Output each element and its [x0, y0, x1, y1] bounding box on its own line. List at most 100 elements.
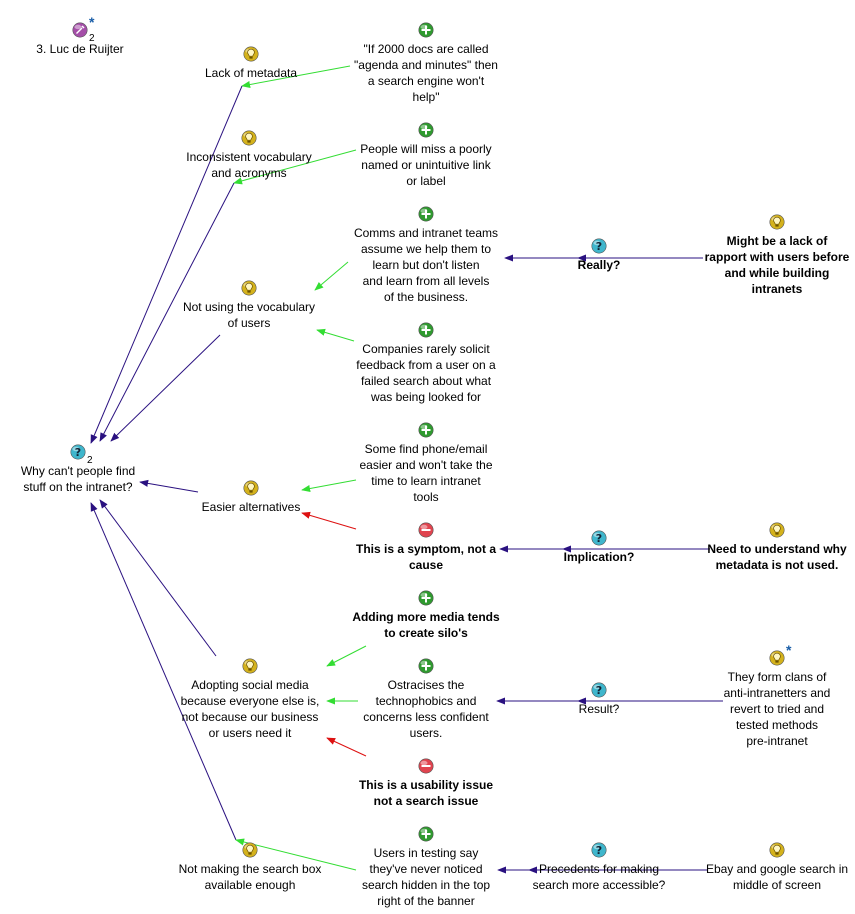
node-label: Some find phone/email easier and won't t… — [359, 442, 493, 504]
link-p-miss-to-i-vocab[interactable] — [233, 149, 357, 185]
node-i-clans[interactable]: * They form clans of anti-intranetters an… — [697, 642, 855, 749]
node-i-notmaking[interactable]: Not making the search box available enou… — [170, 842, 330, 893]
lightbulb-icon[interactable] — [243, 46, 259, 62]
question-icon[interactable]: ? — [591, 842, 607, 858]
node-label: Not making the search box available enou… — [178, 862, 322, 892]
node-label: Not using the vocabulary of users — [182, 300, 316, 330]
lightbulb-icon[interactable] — [769, 522, 785, 538]
node-label: Adding more media tends to create silo's — [352, 610, 500, 640]
lightbulb-icon[interactable] — [769, 214, 785, 230]
node-p-rarely[interactable]: Companies rarely solicit feedback from a… — [346, 322, 506, 405]
link-i-vocab-to-q-main[interactable] — [99, 182, 235, 442]
node-i-meta[interactable]: Lack of metadata — [176, 46, 326, 81]
node-i-vocab[interactable]: Inconsistent vocabulary and acronyms — [174, 130, 324, 181]
link-i-easier-to-q-main[interactable] — [139, 479, 199, 493]
node-label: Companies rarely solicit feedback from a… — [356, 342, 496, 404]
node-label: People will miss a poorly named or unint… — [360, 142, 492, 188]
node-p-2000[interactable]: "If 2000 docs are called "agenda and min… — [346, 22, 506, 105]
svg-text:?: ? — [596, 240, 602, 253]
node-label: Comms and intranet teams assume we help … — [353, 226, 499, 304]
link-p-rarely-to-i-notusing[interactable] — [316, 328, 355, 342]
lightbulb-icon[interactable] — [769, 842, 785, 858]
child-count: 2 — [89, 33, 95, 44]
node-label: Need to understand why metadata is not u… — [707, 542, 847, 572]
lightbulb-icon[interactable]: * — [769, 642, 791, 666]
lightbulb-icon[interactable] — [242, 658, 258, 674]
plus-icon[interactable] — [418, 590, 434, 606]
question-icon[interactable]: ? — [591, 238, 607, 254]
link-c-usab-to-i-social[interactable] — [326, 737, 367, 757]
node-label: They form clans of anti-intranetters and… — [723, 670, 831, 748]
node-p-comms[interactable]: Comms and intranet teams assume we help … — [345, 206, 507, 305]
map-icon[interactable]: *2 — [72, 14, 95, 44]
plus-icon[interactable] — [418, 322, 434, 338]
svg-text:?: ? — [596, 844, 602, 857]
node-label: Easier alternatives — [201, 500, 301, 514]
node-i-rapport[interactable]: Might be a lack of rapport with users be… — [697, 214, 855, 297]
node-i-ebay[interactable]: Ebay and google search in middle of scre… — [697, 842, 855, 893]
node-q-prec[interactable]: ? Precedents for making search more acces… — [524, 842, 674, 893]
node-p-ostr[interactable]: Ostracises the technophobics and concern… — [346, 658, 506, 741]
node-label: Ostracises the technophobics and concern… — [363, 678, 489, 740]
link-i-notusing-to-q-main[interactable] — [110, 334, 221, 442]
node-label: This is a usability issue not a search i… — [358, 778, 494, 808]
link-p-phone-to-i-easier[interactable] — [301, 479, 357, 493]
plus-icon[interactable] — [418, 206, 434, 222]
plus-icon[interactable] — [418, 658, 434, 674]
plus-icon[interactable] — [418, 826, 434, 842]
link-p-media-to-i-social[interactable] — [326, 645, 367, 667]
minus-icon[interactable] — [418, 758, 434, 774]
node-c-symptom[interactable]: This is a symptom, not a cause — [346, 522, 506, 573]
node-q-really[interactable]: ?Really? — [539, 238, 659, 273]
child-count: 2 — [87, 455, 93, 466]
link-p-comms-to-i-notusing[interactable] — [314, 261, 349, 291]
question-icon[interactable]: ?2 — [70, 444, 93, 466]
link-i-meta-to-q-main[interactable] — [90, 85, 243, 444]
node-label: Lack of metadata — [204, 66, 298, 80]
plus-icon[interactable] — [418, 22, 434, 38]
link-i-notmaking-to-q-main[interactable] — [90, 502, 237, 841]
link-c-symptom-to-i-easier[interactable] — [301, 511, 357, 530]
node-p-phone[interactable]: Some find phone/email easier and won't t… — [346, 422, 506, 505]
node-i-easier[interactable]: Easier alternatives — [176, 480, 326, 515]
svg-text:?: ? — [75, 446, 81, 459]
node-p-testing[interactable]: Users in testing say they've never notic… — [346, 826, 506, 909]
svg-text:?: ? — [596, 532, 602, 545]
star-marker: * — [89, 14, 95, 30]
minus-icon[interactable] — [418, 522, 434, 538]
node-label: Result? — [578, 702, 620, 716]
node-i-social[interactable]: Adopting social media because everyone e… — [173, 658, 328, 741]
node-label: Might be a lack of rapport with users be… — [704, 234, 850, 296]
lightbulb-icon[interactable] — [241, 280, 257, 296]
node-p-miss[interactable]: People will miss a poorly named or unint… — [346, 122, 506, 189]
node-label: "If 2000 docs are called "agenda and min… — [354, 42, 498, 104]
node-label: Precedents for making search more access… — [532, 862, 666, 892]
node-i-understand[interactable]: Need to understand why metadata is not u… — [697, 522, 855, 573]
star-marker: * — [786, 642, 792, 658]
link-p-2000-to-i-meta[interactable] — [241, 65, 351, 89]
node-q-impl[interactable]: ? Implication? — [539, 530, 659, 565]
node-q-result[interactable]: ? Result? — [539, 682, 659, 717]
plus-icon[interactable] — [418, 122, 434, 138]
node-label: This is a symptom, not a cause — [355, 542, 497, 572]
lightbulb-icon[interactable] — [241, 130, 257, 146]
node-c-usab[interactable]: This is a usability issue not a search i… — [346, 758, 506, 809]
node-i-notusing[interactable]: Not using the vocabulary of users — [174, 280, 324, 331]
question-icon[interactable]: ? — [591, 682, 607, 698]
node-label: 3. Luc de Ruijter — [36, 42, 124, 56]
node-label: Users in testing say they've never notic… — [361, 846, 491, 908]
link-i-social-to-q-main[interactable] — [99, 499, 217, 657]
lightbulb-icon[interactable] — [242, 842, 258, 858]
link-p-testing-to-i-notmaking[interactable] — [235, 838, 357, 871]
svg-text:?: ? — [596, 684, 602, 697]
node-p-media[interactable]: Adding more media tends to create silo's — [346, 590, 506, 641]
question-icon[interactable]: ? — [591, 530, 607, 546]
node-label: Why can't people find stuff on the intra… — [20, 464, 136, 494]
lightbulb-icon[interactable] — [243, 480, 259, 496]
node-label: Implication? — [563, 550, 635, 564]
plus-icon[interactable] — [418, 422, 434, 438]
